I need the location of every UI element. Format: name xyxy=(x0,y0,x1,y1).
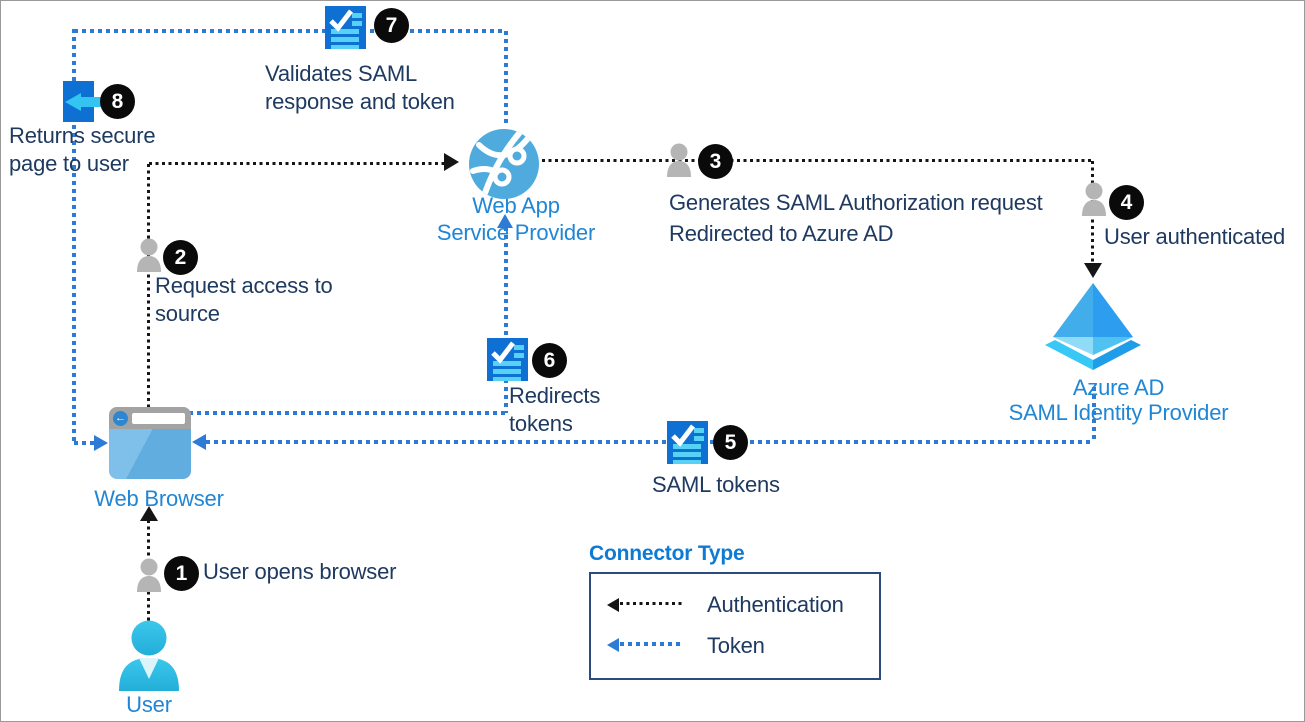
step-3-label: Generates SAML Authorization request Red… xyxy=(669,187,1043,249)
step-5-label: SAML tokens xyxy=(652,472,780,497)
token-arrowhead-into-browser-left xyxy=(94,435,108,451)
step-3-label-line2: Redirected to Azure AD xyxy=(669,221,894,246)
token-arrowhead-into-webapp xyxy=(497,214,513,228)
token-line-saml-tokens-horizontal xyxy=(206,440,1094,444)
auth-arrowhead-into-browser-bottom xyxy=(140,506,158,521)
step-1-label: User opens browser xyxy=(203,559,397,584)
saml-token-document-icon xyxy=(487,338,528,381)
step-2-label: Request access to source xyxy=(155,273,333,326)
person-icon xyxy=(136,238,162,277)
step-6-label: Redirects tokens xyxy=(509,383,601,436)
browser-back-icon: ← xyxy=(113,411,128,426)
step-4-label: User authenticated xyxy=(1104,224,1286,249)
step-7-label: Validates SAML response and token xyxy=(265,61,455,114)
web-browser-icon: ← xyxy=(109,407,191,479)
token-line-to-webapp-vertical xyxy=(504,31,508,125)
token-line-top-horizontal xyxy=(74,29,506,33)
person-icon xyxy=(666,143,692,182)
auth-arrowhead-into-webapp xyxy=(444,153,459,171)
auth-line-request-horizontal xyxy=(149,162,444,165)
auth-arrowhead-into-azuread xyxy=(1084,263,1102,278)
legend-token-label: Token xyxy=(707,633,765,658)
legend-token-arrowhead xyxy=(607,638,619,652)
step-badge: 1 xyxy=(164,556,199,591)
return-arrow-icon xyxy=(65,93,81,111)
token-line-from-azuread-vertical xyxy=(1092,387,1096,443)
legend-auth-label: Authentication xyxy=(707,592,844,617)
token-arrowhead-into-browser-right xyxy=(192,434,206,450)
user-icon xyxy=(112,619,186,698)
step-3-label-line1: Generates SAML Authorization request xyxy=(669,190,1043,215)
step-badge: 7 xyxy=(374,8,409,43)
legend-auth-arrowhead xyxy=(607,598,619,612)
saml-token-document-icon xyxy=(325,6,366,49)
azure-ad-label-line2: SAML Identity Provider xyxy=(1008,400,1229,425)
step-badge: 4 xyxy=(1109,185,1144,220)
azure-ad-icon xyxy=(1041,281,1145,382)
auth-line-webapp-to-azuread-horizontal xyxy=(542,159,1093,162)
person-icon xyxy=(136,558,162,597)
token-line-redirect-vertical xyxy=(504,227,508,413)
web-browser-label: Web Browser xyxy=(94,486,224,511)
azure-ad-label: Azure AD SAML Identity Provider xyxy=(996,375,1241,425)
step-badge: 5 xyxy=(713,425,748,460)
saml-token-document-icon xyxy=(667,421,708,464)
legend-auth-line xyxy=(620,602,684,605)
web-app-icon xyxy=(467,127,541,206)
web-app-label-line1: Web App xyxy=(472,193,560,218)
legend-box xyxy=(589,572,881,680)
token-line-redirect-horizontal xyxy=(189,411,506,415)
return-arrow-shaft xyxy=(81,97,107,107)
legend-title: Connector Type xyxy=(589,542,745,565)
web-app-label-line2: Service Provider xyxy=(436,220,596,245)
step-badge: 3 xyxy=(698,144,733,179)
step-badge: 8 xyxy=(100,84,135,119)
browser-address-bar xyxy=(132,413,185,424)
web-app-label: Web App Service Provider xyxy=(421,192,611,246)
auth-line-browser-up-vertical xyxy=(147,164,150,407)
step-8-label: Returns secure page to user xyxy=(9,123,156,176)
person-icon xyxy=(1081,182,1107,221)
token-line-left-vertical xyxy=(72,29,76,443)
user-label: User xyxy=(126,692,172,717)
step-badge: 6 xyxy=(532,343,567,378)
legend-token-line xyxy=(620,642,684,646)
azure-ad-label-line1: Azure AD xyxy=(1072,375,1165,400)
token-line-stub-to-browser xyxy=(74,441,94,445)
step-badge: 2 xyxy=(163,240,198,275)
